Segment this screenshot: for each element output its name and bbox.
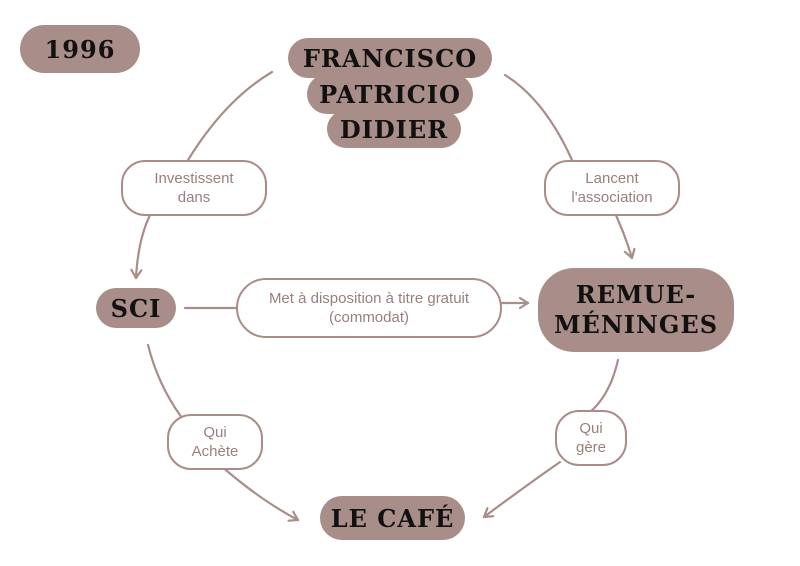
node-sci-text: SCI <box>110 293 162 323</box>
founder-didier: DIDIER <box>327 110 461 148</box>
year-badge: 1996 <box>20 25 140 73</box>
node-le-cafe: LE CAFÉ <box>320 496 465 540</box>
label-lancent: Lancent l'association <box>544 160 680 216</box>
founder-patricio-text: PATRICIO <box>319 79 461 109</box>
label-gere-line2: gère <box>575 439 607 456</box>
arrow-founders-to-remue <box>503 73 632 258</box>
label-investissent: Investissent dans <box>121 160 267 216</box>
label-met-a-disposition: Met à disposition à titre gratuit (commo… <box>236 278 502 338</box>
arrow-sci-to-remue <box>183 303 528 308</box>
arrow-founders-to-sci <box>136 70 274 278</box>
founder-francisco-text: FRANCISCO <box>302 43 478 73</box>
label-gere-line1: Qui <box>579 420 603 437</box>
label-qui-achete: Qui Achète <box>167 414 263 470</box>
year-text: 1996 <box>44 34 116 64</box>
arrow-sci-to-cafe <box>146 343 298 520</box>
founder-didier-text: DIDIER <box>339 114 449 144</box>
node-remue-line2: MÉNINGES <box>553 310 719 339</box>
node-remue-meninges: REMUE- MÉNINGES <box>538 268 734 352</box>
label-investissent-line2: dans <box>177 189 211 206</box>
label-achete-line2: Achète <box>191 443 239 460</box>
founder-francisco: FRANCISCO <box>288 38 492 78</box>
label-qui-gere: Qui gère <box>555 410 627 466</box>
label-lancent-line1: Lancent <box>585 170 639 187</box>
node-remue-line1: REMUE- <box>575 280 697 309</box>
label-lancent-line2: l'association <box>571 189 653 206</box>
label-met-line2: (commodat) <box>328 309 410 326</box>
arrow-remue-to-cafe <box>484 358 620 517</box>
label-investissent-line1: Investissent <box>154 170 234 187</box>
label-met-line1: Met à disposition à titre gratuit <box>268 290 470 307</box>
node-sci: SCI <box>96 288 176 328</box>
founder-patricio: PATRICIO <box>307 74 473 114</box>
node-le-cafe-text: LE CAFÉ <box>330 503 455 533</box>
label-achete-line1: Qui <box>203 424 227 441</box>
